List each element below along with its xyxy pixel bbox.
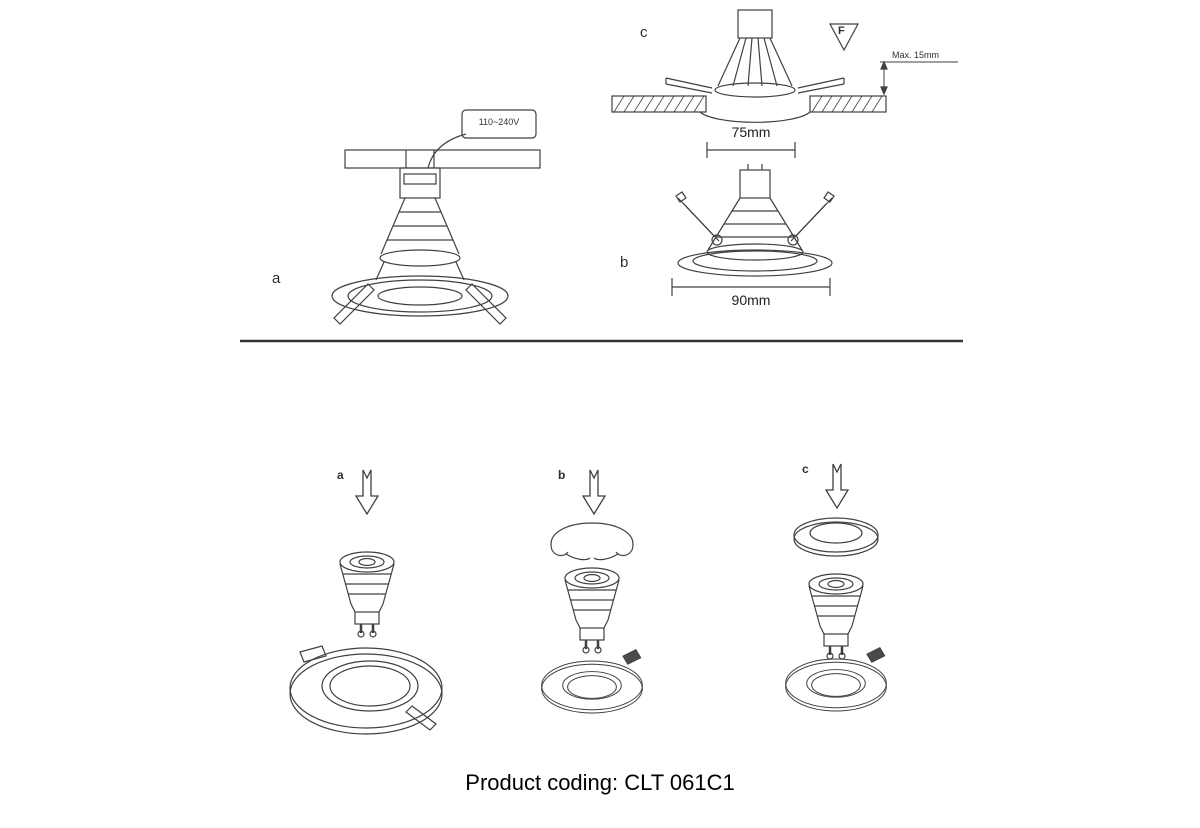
step-a-label: a	[337, 468, 344, 482]
step-b-label: b	[558, 468, 566, 482]
step-a-lamp	[338, 550, 396, 639]
product-coding: Product coding: CLT 061C1	[465, 770, 735, 795]
force-label: F	[838, 25, 845, 37]
step-a-drawing	[289, 469, 443, 735]
spring-arm-left	[675, 191, 723, 246]
step-c-drawing	[785, 463, 887, 712]
step-b-arrow-icon	[582, 469, 606, 515]
power-wire	[427, 133, 467, 169]
step-b-drawing	[541, 469, 643, 714]
step-c-trim-ring	[793, 517, 879, 557]
step-c-lamp	[807, 572, 865, 661]
trim-ring	[331, 275, 509, 317]
clip-right	[797, 77, 845, 94]
trim-flange	[699, 111, 811, 123]
fig-c-drawing	[611, 9, 958, 158]
voltage-label: 110~240V	[478, 117, 520, 127]
lamp-base	[739, 169, 771, 199]
step-a-ring	[289, 645, 443, 735]
step-b-ring	[541, 649, 643, 714]
step-c-arrow-icon	[825, 463, 849, 509]
max-depth-dimension	[880, 60, 958, 96]
clip-left	[665, 77, 713, 94]
fig-b-label: b	[620, 254, 629, 271]
trim-ring	[677, 249, 833, 277]
lamp-base	[737, 9, 773, 39]
spring-arm-right	[787, 191, 835, 246]
mounting-bracket	[399, 167, 441, 199]
step-b-lamp	[563, 566, 621, 655]
step-b-spring-clip	[550, 522, 634, 561]
cutout-dimension	[706, 142, 796, 158]
force-arrow-icon	[828, 23, 860, 52]
fig-c-label: c	[640, 24, 648, 41]
fig-a-drawing	[331, 109, 541, 325]
step-c-label: c	[802, 462, 809, 476]
spring-clip-right	[465, 283, 507, 325]
step-c-ring	[785, 647, 887, 712]
fig-b-drawing	[671, 164, 835, 296]
junction-box	[461, 109, 537, 139]
ceiling-slab	[344, 149, 541, 169]
max-depth-label: Max. 15mm	[892, 50, 940, 60]
diameter-label: 90mm	[731, 292, 771, 308]
ceiling-cross-section	[611, 95, 887, 113]
spring-clip-left	[333, 283, 375, 325]
diameter-dimension	[671, 278, 831, 296]
fig-a-label: a	[272, 270, 281, 287]
step-a-arrow-icon	[355, 469, 379, 515]
cutout-label: 75mm	[731, 124, 771, 140]
